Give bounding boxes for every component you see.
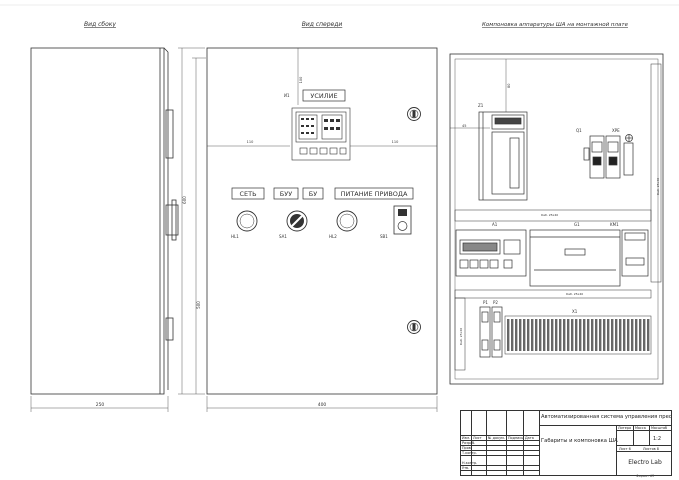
role-approved: Утв. [462,465,470,470]
title-block-left: Изм. Лист № докум. Подпись Дата Разраб. … [461,411,540,475]
side-view-title: Вид сбоку [84,21,116,28]
duct-label-left: Каб. 25x40 [459,328,463,345]
doc-title: Автоматизированная система управления пр… [541,414,671,420]
front-view [206,47,438,412]
pushbutton-sb1 [393,205,412,235]
lamp-hl2 [336,210,358,232]
ref-a1: A1 [492,222,498,227]
right-offset-dim: 110 [392,140,399,144]
side-view [30,47,179,412]
lamp-hl1 [236,210,258,232]
label-bu: БУ [309,190,317,198]
ref-km1: KM1 [610,222,619,227]
terminal-block-x1 [504,315,652,355]
row-label-doc: № докум. [488,436,505,440]
front-height-dim: 600 [182,196,187,204]
fuses-p1-p2 [479,306,503,358]
title-block: Изм. Лист № докум. Подпись Дата Разраб. … [460,410,672,476]
ref-x1: X1 [572,309,578,314]
module-a1 [455,229,527,277]
force-display [291,107,351,161]
front-height2-dim: 500 [196,301,201,309]
left-offset-dim: 110 [247,140,254,144]
ref-p2: P2 [493,300,498,305]
front-width-dim: 400 [318,402,327,408]
pe-terminal [623,134,634,176]
role-ncontrol: Н.контр. [462,460,478,465]
ref-hl1: HL1 [231,234,239,239]
role-tcontrol: Т.контр. [462,450,477,455]
plate-left-dim: 45 [462,124,466,128]
label-drive-power: ПИТАНИЕ ПРИВОДА [341,190,408,198]
mounting-plate [449,53,664,385]
company-name: Electro Lab [628,459,662,466]
ref-g1: G1 [574,222,580,227]
ref-sb1: SB1 [380,234,388,239]
drawing-name: Габариты и компоновка ША [541,438,618,444]
contactor-km1 [621,229,649,277]
duct-label-bottom: Каб. 25x40 [566,292,583,296]
label-buu: БУУ [280,190,292,198]
role-checker: Пров. [462,445,472,450]
header-mass: Масса [635,425,646,430]
row-label-izm: Изм. [462,436,470,440]
ref-hl2: HL2 [329,234,337,239]
ref-z1: Z1 [478,103,484,108]
layout-view-title: Компоновка аппаратуры ША на монтажной пл… [482,22,629,28]
plate-top-dim: 80 [507,84,511,88]
front-height-dims [178,47,206,395]
controller-z1 [478,111,528,201]
ref-q1: Q1 [576,128,582,133]
power-supply-g1 [529,229,621,287]
duct-label-top: Каб. 25x40 [541,213,558,217]
header-litera: Литера [618,425,632,430]
display-ref: И1 [284,93,290,98]
ref-p1: P1 [483,300,488,305]
selector-switch-sa1 [286,210,308,232]
format-label: Формат А3 [636,474,655,478]
scale-value: 1:2 [653,436,662,442]
row-label-sign: Подпись [508,436,524,440]
sheet-number: Лист 6 [619,446,631,451]
display-label-frame [302,89,346,102]
label-network: СЕТЬ [239,190,256,198]
top-offset-dim: 100 [299,77,303,84]
ref-xpe: XPE [612,128,620,133]
front-view-title: Вид спереди [302,21,343,28]
lock-icon-top [407,107,421,121]
circuit-breaker-q1 [583,135,621,179]
header-scale: Масштаб [651,425,668,430]
row-label-date: Дата [525,436,534,440]
lock-icon-bottom [407,320,421,334]
sheet-count: Листов 8 [643,446,659,451]
ref-sa1: SA1 [279,234,287,239]
front-label-frames [231,187,414,200]
display-label: УСИЛИЕ [310,92,337,100]
role-developer: Разраб. [462,440,476,445]
side-width-dim: 250 [96,402,105,408]
duct-label-vertical: Каб. 25x40 [656,178,660,195]
row-label-list: Лист [473,436,482,440]
